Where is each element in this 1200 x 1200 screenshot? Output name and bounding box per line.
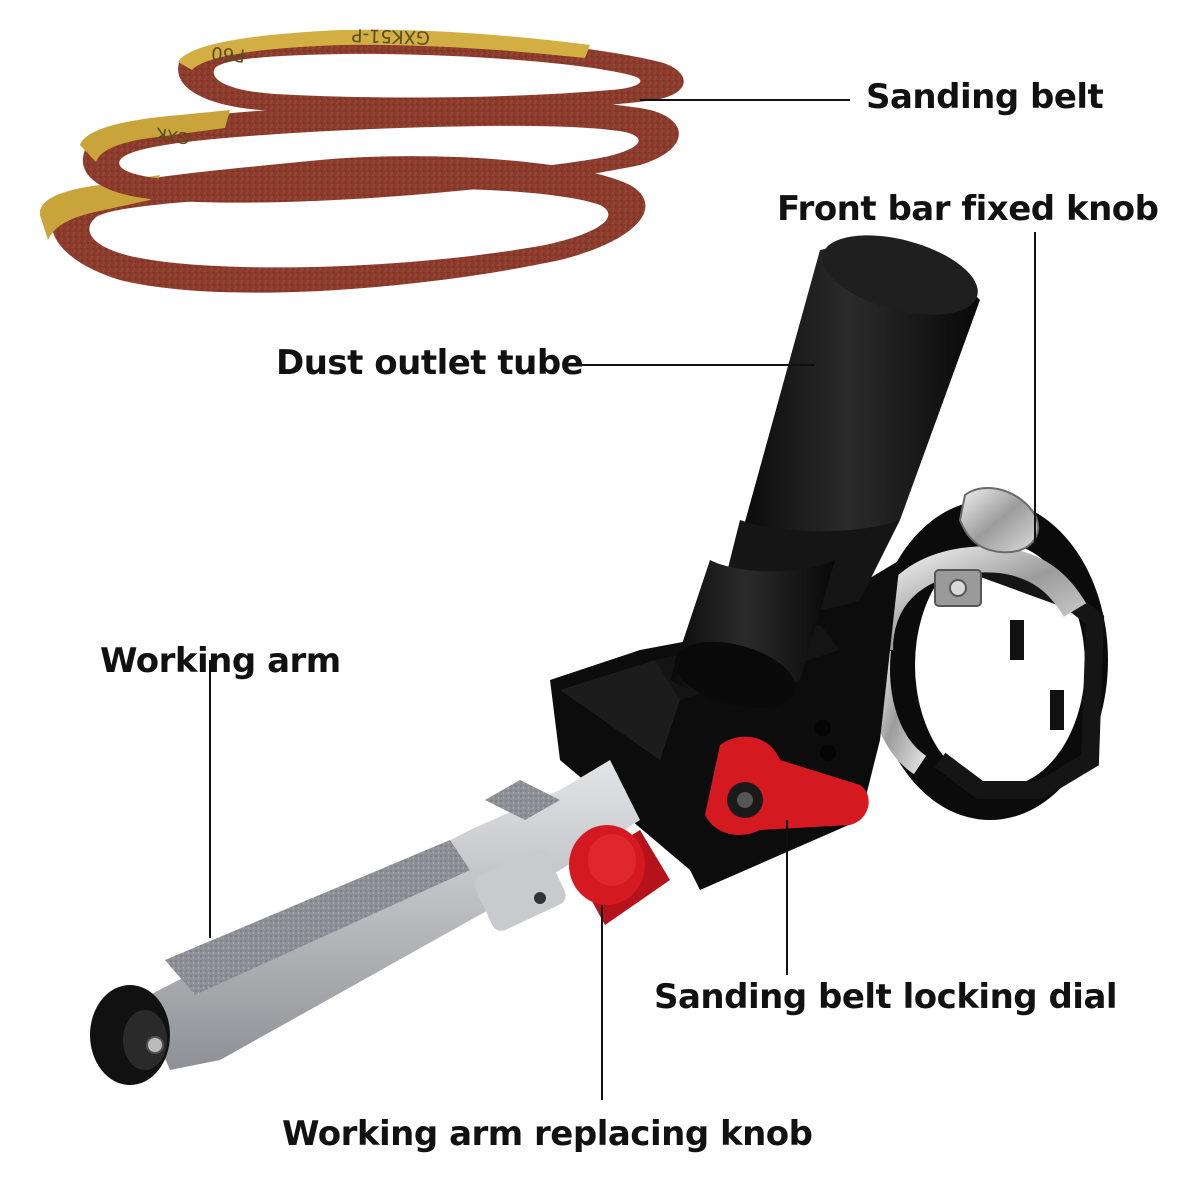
- sanding-belt-locking-dial: [705, 736, 869, 835]
- roller-wheel: [90, 985, 170, 1085]
- working-arm-platen: [165, 840, 470, 995]
- sanding-belt-1-backing: [178, 29, 590, 70]
- dust-outlet-tube: [670, 235, 980, 709]
- working-arm: [90, 760, 640, 1085]
- sanding-belt-2: [82, 100, 679, 203]
- label-dust-outlet-tube: Dust outlet tube: [276, 343, 584, 383]
- label-working-arm: Working arm: [100, 641, 341, 681]
- sanding-belts: P60 GXK51-P GXK: [39, 24, 684, 293]
- label-sanding-belt: Sanding belt: [866, 77, 1104, 117]
- leader-lines: [209, 99, 1036, 1100]
- working-arm-replacing-knob: [569, 825, 670, 925]
- belt-print-code: GXK51-P: [351, 24, 430, 48]
- label-working-arm-replacing-knob: Working arm replacing knob: [282, 1114, 813, 1154]
- label-front-bar-fixed-knob: Front bar fixed knob: [777, 189, 1159, 229]
- sanding-belt-2-backing: [80, 110, 230, 162]
- belt-print-grit: P60: [211, 42, 246, 66]
- label-sanding-belt-locking-dial: Sanding belt locking dial: [654, 977, 1118, 1017]
